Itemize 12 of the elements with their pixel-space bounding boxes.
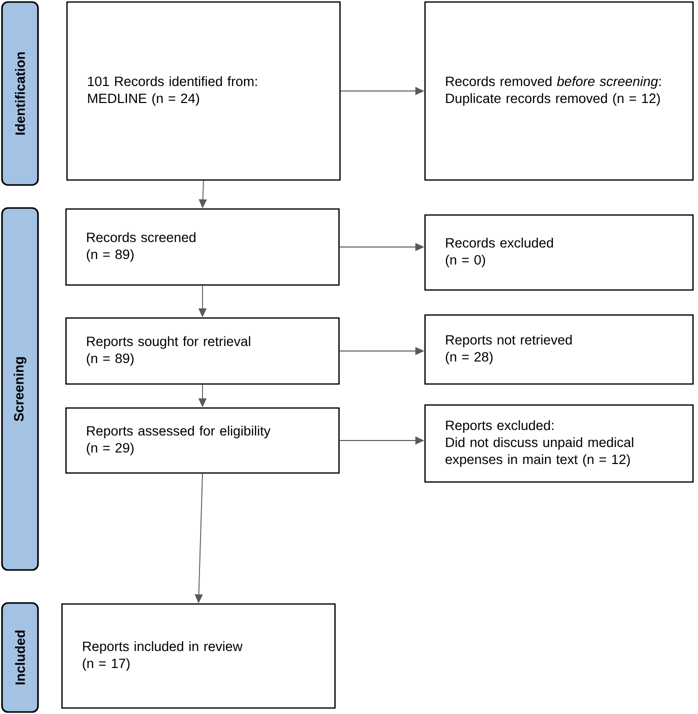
- process-box: Reports sought for retrieval (n = 89): [65, 317, 340, 385]
- process-box: Reports not retrieved (n = 28): [424, 314, 694, 385]
- stage-band: Included: [1, 602, 39, 713]
- process-box: Records removed before screening: Duplicate records removed (n = 12): [424, 1, 694, 181]
- process-box: 101 Records identified from: MEDLINE (n = 24): [66, 1, 341, 181]
- stage-band: Screening: [1, 207, 39, 571]
- process-box: Reports excluded: Did not discuss unpaid medical expenses in main text (n = 12): [424, 404, 694, 483]
- process-box: Records screened (n = 89): [65, 208, 340, 286]
- process-box: Records excluded (n = 0): [424, 214, 694, 291]
- process-box: Reports included in review (n = 17): [61, 603, 336, 709]
- process-box: Reports assessed for eligibility (n = 29): [65, 407, 340, 474]
- stage-band: Identification: [1, 1, 39, 186]
